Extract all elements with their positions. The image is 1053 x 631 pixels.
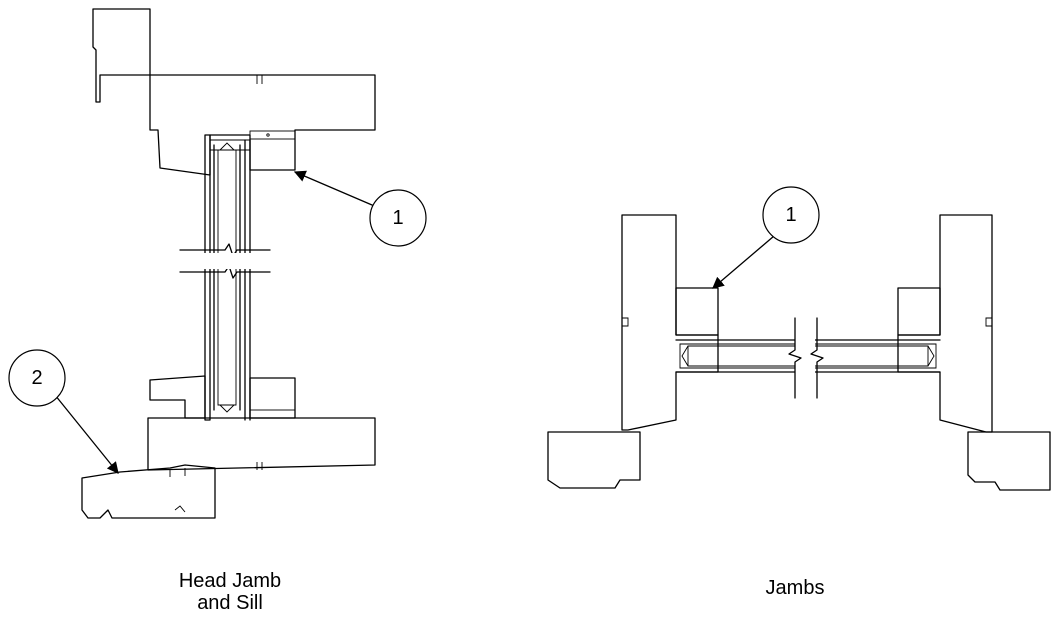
left-jamb-weatherstrip bbox=[675, 287, 719, 336]
jamb-glazing-panel bbox=[675, 317, 941, 399]
right-jamb bbox=[897, 214, 993, 433]
callout-2-sill-label: 2 bbox=[31, 367, 42, 389]
break-line bbox=[788, 317, 802, 399]
sill-stop bbox=[149, 375, 206, 419]
left-casing bbox=[547, 431, 641, 489]
sill bbox=[147, 417, 376, 471]
break-line bbox=[179, 265, 271, 279]
right-casing bbox=[967, 431, 1051, 491]
callout-1-jamb bbox=[762, 186, 820, 244]
caption-line-2: and Sill bbox=[197, 592, 263, 614]
callout-1-jamb-label: 1 bbox=[785, 204, 796, 226]
callout-1-head-label: 1 bbox=[392, 207, 403, 229]
callout-2-sill bbox=[8, 349, 66, 407]
caption-line-1: Head Jamb bbox=[178, 570, 282, 592]
jambs-section: 1 bbox=[547, 186, 1051, 491]
break-line bbox=[810, 317, 824, 399]
caption-jambs-label: Jambs bbox=[765, 577, 825, 599]
header-blocking bbox=[92, 8, 151, 103]
head-jamb bbox=[149, 74, 376, 176]
break-line bbox=[179, 243, 271, 257]
glazing-panel bbox=[179, 134, 271, 421]
callout-1-head bbox=[369, 189, 427, 247]
subsill bbox=[81, 464, 216, 519]
caption-jambs: Jambs bbox=[745, 577, 845, 599]
left-jamb bbox=[621, 214, 719, 431]
right-jamb-weatherstrip bbox=[897, 287, 941, 336]
caption-head-jamb-and-sill: Head Jamb and Sill bbox=[150, 570, 310, 614]
head-jamb-and-sill-section: 1 2 bbox=[8, 8, 427, 519]
